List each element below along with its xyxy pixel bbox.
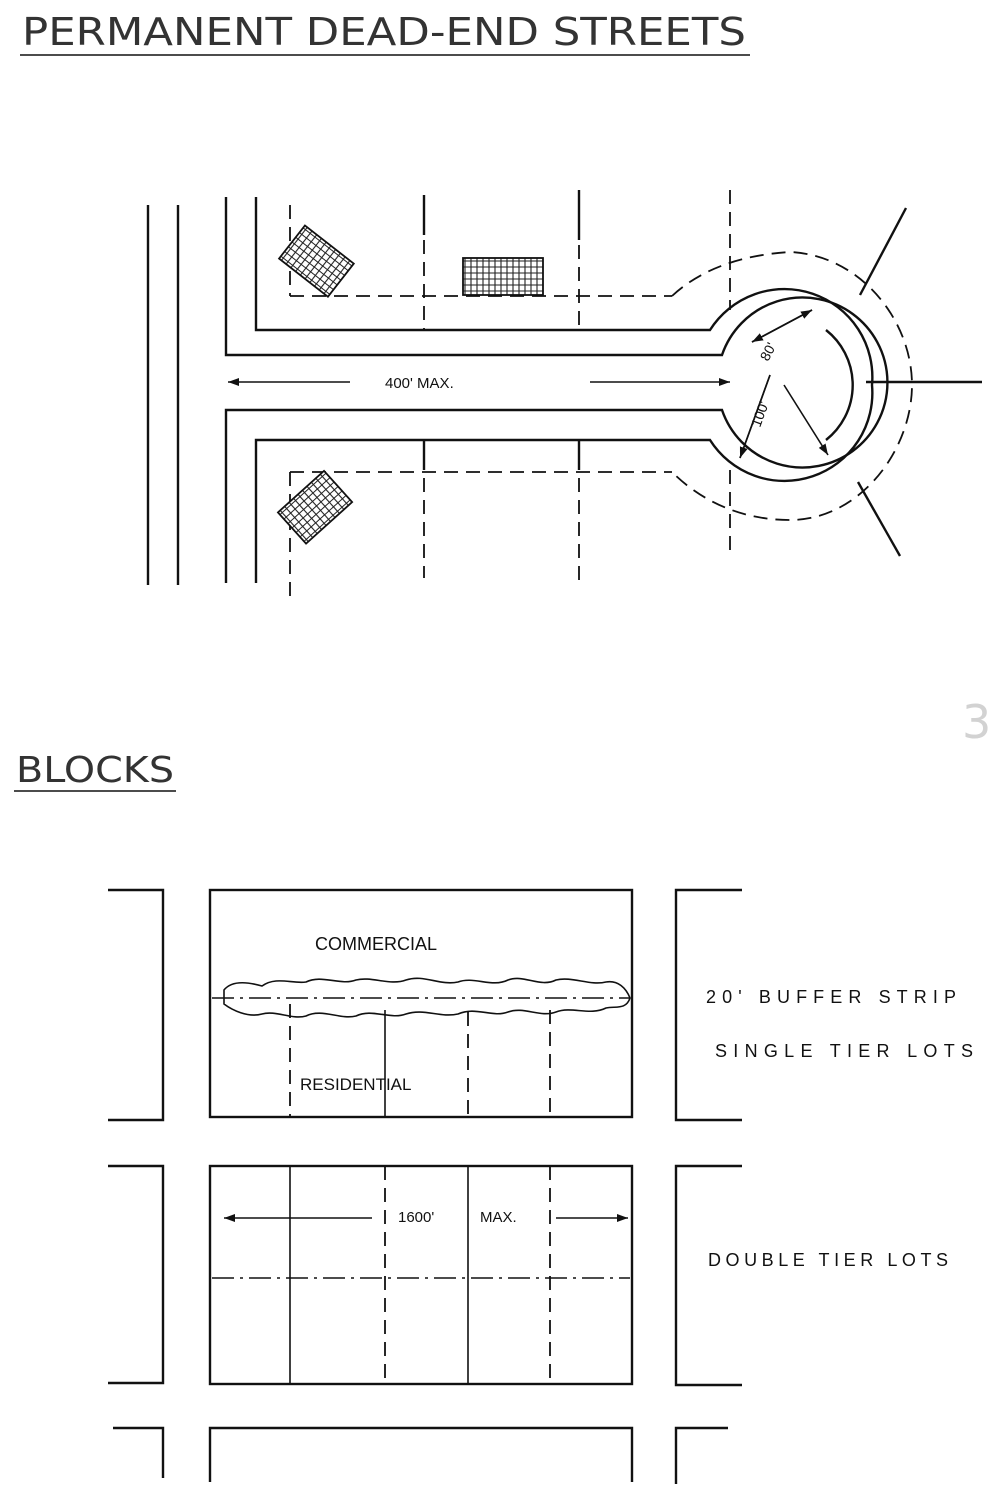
- house-top-center: [462, 257, 544, 296]
- diameter-dimensions: 80' 100': [739, 309, 829, 459]
- house-top-left: [277, 224, 356, 298]
- radial-lot-lines: [856, 207, 982, 557]
- block-bottom-partial: [208, 1426, 634, 1482]
- buffer-strip-label: 20' BUFFER STRIP: [706, 987, 956, 1007]
- dead-end-diagram: 400' MAX. 80' 100': [146, 190, 982, 600]
- double-tier-label: DOUBLE TIER LOTS: [708, 1250, 948, 1270]
- svg-text:BLOCKS: BLOCKS: [16, 750, 174, 791]
- bulb-lot-boundary: [671, 251, 913, 521]
- dead-end-heading: PERMANENT DEAD-END STREETS: [20, 10, 750, 56]
- residential-label: RESIDENTIAL: [300, 1075, 411, 1094]
- block-double-tier: 1600' MAX.: [208, 1164, 634, 1386]
- house-bottom-left: [276, 469, 354, 545]
- block-length-suffix: MAX.: [480, 1209, 517, 1226]
- inner-diameter-label: 80': [757, 340, 780, 364]
- outer-diameter-label: 100': [748, 399, 772, 429]
- page-mark: 3: [962, 695, 991, 749]
- cross-street: [146, 205, 180, 585]
- length-label: 400' MAX.: [385, 375, 454, 392]
- lot-lines-top: [289, 190, 731, 330]
- block-length-label: 1600': [398, 1209, 434, 1226]
- left-brackets: [108, 888, 165, 1478]
- block-single-tier: COMMERCIAL RESIDENTIAL: [208, 888, 634, 1119]
- length-dimension: 400' MAX.: [228, 375, 730, 392]
- lot-lines-bottom: [289, 440, 731, 600]
- blocks-diagram: COMMERCIAL RESIDENTIAL 1600' MAX. 20' BU…: [108, 888, 973, 1484]
- single-tier-label: SINGLE TIER LOTS: [715, 1041, 973, 1061]
- right-brackets: [674, 888, 742, 1484]
- svg-text:PERMANENT DEAD-END STREETS: PERMANENT DEAD-END STREETS: [22, 10, 746, 54]
- blocks-heading: BLOCKS: [14, 750, 176, 792]
- commercial-label: COMMERCIAL: [315, 934, 437, 954]
